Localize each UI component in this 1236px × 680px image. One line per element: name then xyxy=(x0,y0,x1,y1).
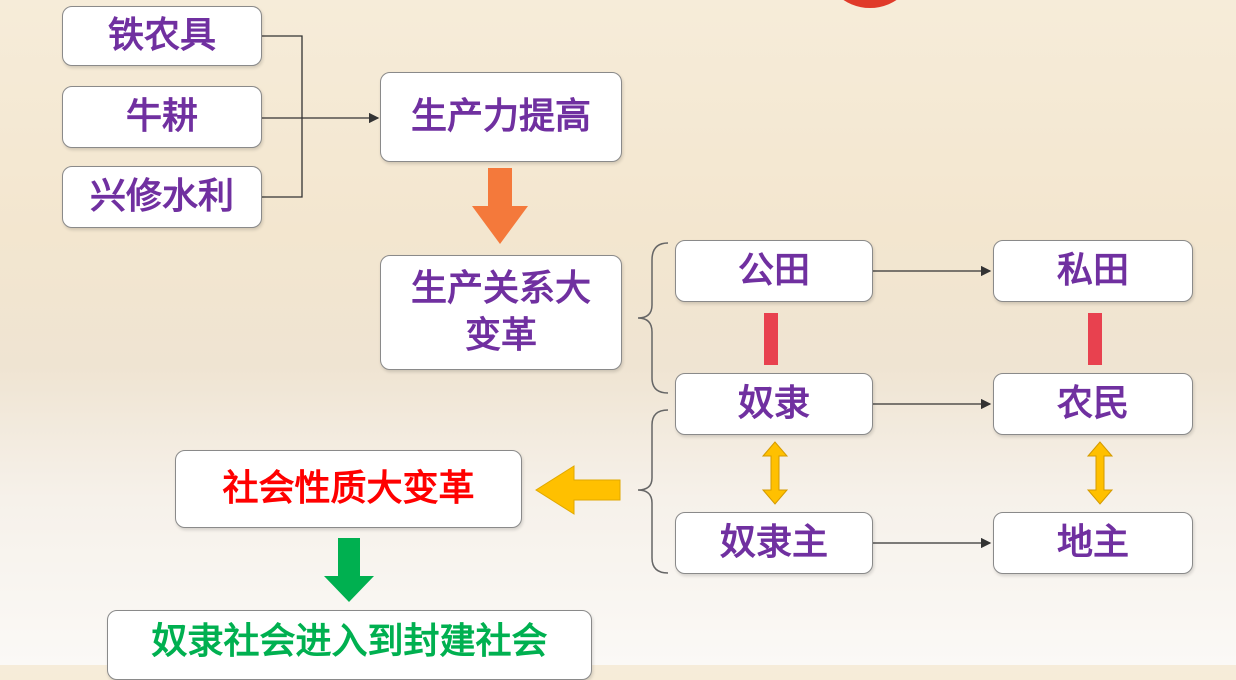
orange-down-arrow xyxy=(472,168,528,244)
slaves-box: 奴隶 xyxy=(675,373,873,435)
yellow-left-arrow xyxy=(535,465,621,515)
peasants-box: 农民 xyxy=(993,373,1193,435)
green-down-arrow xyxy=(324,538,374,602)
society-change-box: 社会性质大变革 xyxy=(175,450,522,528)
connectors xyxy=(262,0,1114,602)
public-land-box: 公田 xyxy=(675,240,873,302)
cause-ox-plowing: 牛耕 xyxy=(62,86,262,148)
result-box: 奴隶社会进入到封建社会 xyxy=(107,610,592,680)
cause-irrigation: 兴修水利 xyxy=(62,166,262,228)
brace-bottom xyxy=(637,409,669,574)
brace-top xyxy=(637,242,669,394)
private-land-box: 私田 xyxy=(993,240,1193,302)
productivity-box: 生产力提高 xyxy=(380,72,622,162)
double-arrow-right xyxy=(1086,441,1114,505)
slave-owners-box: 奴隶主 xyxy=(675,512,873,574)
red-bar-right xyxy=(1088,313,1102,365)
double-arrow-left xyxy=(761,441,789,505)
bracket-connector xyxy=(262,35,303,198)
red-bar-left xyxy=(764,313,778,365)
relations-box: 生产关系大变革 xyxy=(380,255,622,370)
decorative-red-circle xyxy=(843,0,897,8)
landlords-box: 地主 xyxy=(993,512,1193,574)
cause-iron-tools: 铁农具 xyxy=(62,6,262,66)
